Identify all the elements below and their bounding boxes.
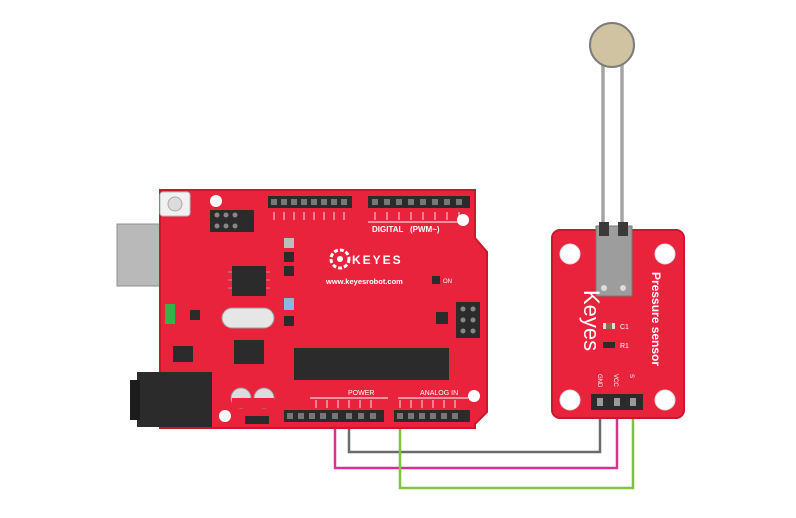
mount-hole-bottom-right [468,390,480,402]
r1-label: R1 [620,343,629,350]
digital-label: DIGITAL [372,225,404,234]
website-label: www.keyesrobot.com [325,277,403,286]
icsp-header-right [456,302,480,338]
c1-label: C1 [620,324,629,331]
module-brand: Keyes [579,290,604,351]
microcontroller-chip [294,348,449,380]
pin-label-vcc: VCC [612,374,618,387]
mount-hole-bottom-left [219,410,231,422]
pin-label-s: S [628,374,634,378]
pin-label-gnd: GND [596,374,602,388]
gnd-wire [347,410,602,454]
module-hole-tl [559,243,581,265]
power-jack [137,372,212,427]
power-label: POWER [348,390,374,397]
analog-label: ANALOG IN [420,390,458,397]
crystal [221,307,275,329]
voltage-regulator [173,346,193,362]
module-hole-bl [559,389,581,411]
module-title: Pressure sensor [649,272,663,366]
arduino-board: DIGITAL (PWM~) [116,189,488,429]
brand-text: KEYES [352,253,403,267]
icsp-header-left [210,210,254,232]
module-hole-tr [654,243,676,265]
module-hole-br [654,389,676,411]
keyes-logo: KEYES [329,248,403,270]
on-label: ON [443,279,452,285]
wires [333,410,635,490]
pwm-label: (PWM~) [410,225,440,234]
digital-header-left [268,196,352,208]
mount-hole-top-right [457,214,469,226]
sensor-module: C1 R1 Keyes Pressure sensor GND VCC S [551,222,685,419]
pressure-sensor [589,22,635,226]
usb-chip [232,266,266,296]
sensor-disc [589,22,635,68]
signal-wire [398,410,635,490]
mount-hole-top-left [210,195,222,207]
vcc-wire [333,410,619,470]
digital-header-right [368,196,470,208]
power-led [165,304,175,324]
sensor-connector [595,225,633,297]
